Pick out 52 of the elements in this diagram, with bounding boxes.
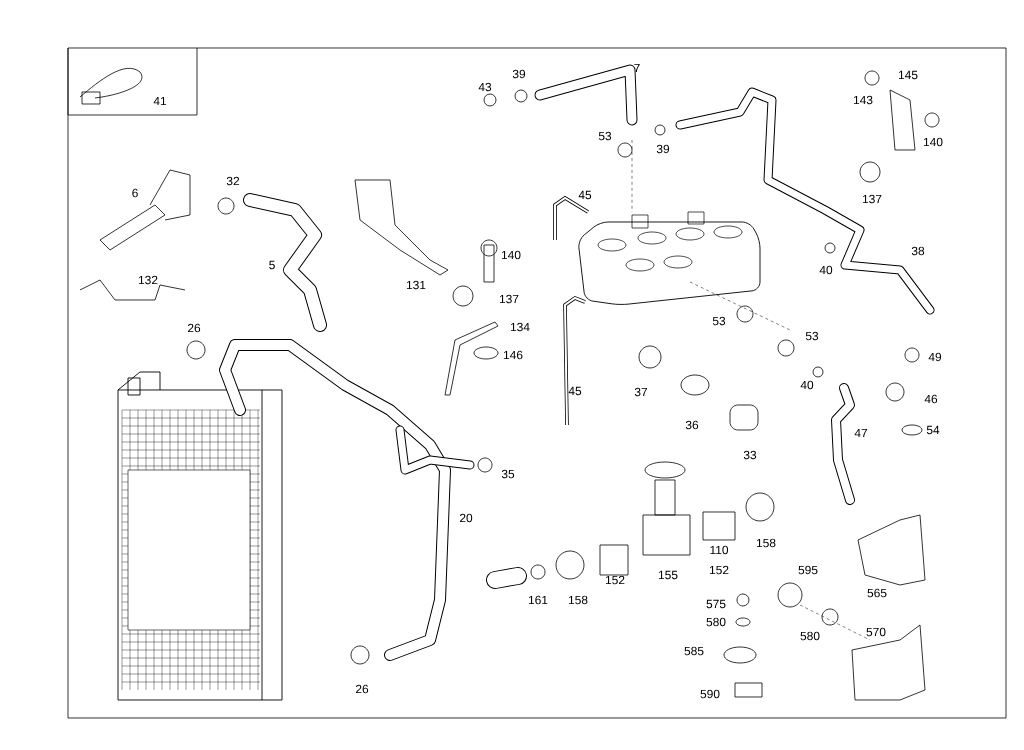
callout-number: 140 bbox=[923, 137, 943, 147]
callout-number: 585 bbox=[684, 646, 704, 656]
callout-number: 20 bbox=[459, 513, 473, 523]
callout-number: 40 bbox=[800, 380, 814, 390]
callout-number: 37 bbox=[634, 387, 648, 397]
callout-number: 32 bbox=[226, 176, 240, 186]
callout-number: 158 bbox=[568, 595, 588, 605]
callout-number: 152 bbox=[709, 565, 729, 575]
callout-number: 565 bbox=[867, 588, 887, 598]
callout-number: 131 bbox=[406, 280, 426, 290]
callout-number: 36 bbox=[685, 420, 699, 430]
callout-number: 570 bbox=[866, 627, 886, 637]
callout-number: 45 bbox=[578, 190, 592, 200]
callout-number: 43 bbox=[478, 82, 492, 92]
callout-number: 110 bbox=[710, 545, 729, 555]
callout-number: 158 bbox=[756, 538, 776, 548]
callout-number: 49 bbox=[928, 352, 942, 362]
callout-number: 590 bbox=[700, 689, 720, 699]
callout-number: 146 bbox=[503, 350, 523, 360]
callout-number: 575 bbox=[706, 599, 726, 609]
callout-number: 26 bbox=[355, 684, 369, 694]
callout-number: 161 bbox=[528, 595, 548, 605]
callout-number: 46 bbox=[924, 394, 938, 404]
callout-number: 38 bbox=[911, 246, 925, 256]
callout-number: 53 bbox=[598, 131, 612, 141]
callout-number: 595 bbox=[798, 565, 818, 575]
callout-number: 6 bbox=[132, 188, 138, 198]
callout-number: 40 bbox=[819, 265, 833, 275]
callout-number: 145 bbox=[898, 70, 918, 80]
callout-number: 152 bbox=[605, 575, 625, 585]
callout-number: 5 bbox=[269, 260, 275, 270]
callout-number: 35 bbox=[501, 469, 515, 479]
callout-number: 45 bbox=[568, 386, 582, 396]
callout-number: 26 bbox=[187, 323, 201, 333]
callout-number: 580 bbox=[800, 631, 820, 641]
callout-number: 132 bbox=[138, 275, 158, 285]
callout-number: 137 bbox=[499, 294, 519, 304]
callout-number: 47 bbox=[854, 428, 868, 438]
callout-number: 143 bbox=[853, 95, 873, 105]
callout-number: 580 bbox=[706, 617, 726, 627]
callout-number: 134 bbox=[510, 322, 530, 332]
callout-number: 39 bbox=[656, 144, 670, 154]
callout-number: 53 bbox=[712, 316, 726, 326]
callout-number: 54 bbox=[926, 425, 940, 435]
callout-number: 53 bbox=[805, 331, 819, 341]
callout-number: 7 bbox=[634, 63, 640, 73]
callout-number: 155 bbox=[658, 570, 678, 580]
callout-number: 41 bbox=[153, 96, 167, 106]
callout-number: 140 bbox=[501, 250, 521, 260]
callout-number: 33 bbox=[743, 450, 757, 460]
callout-number: 39 bbox=[512, 69, 526, 79]
callout-number: 137 bbox=[862, 194, 882, 204]
